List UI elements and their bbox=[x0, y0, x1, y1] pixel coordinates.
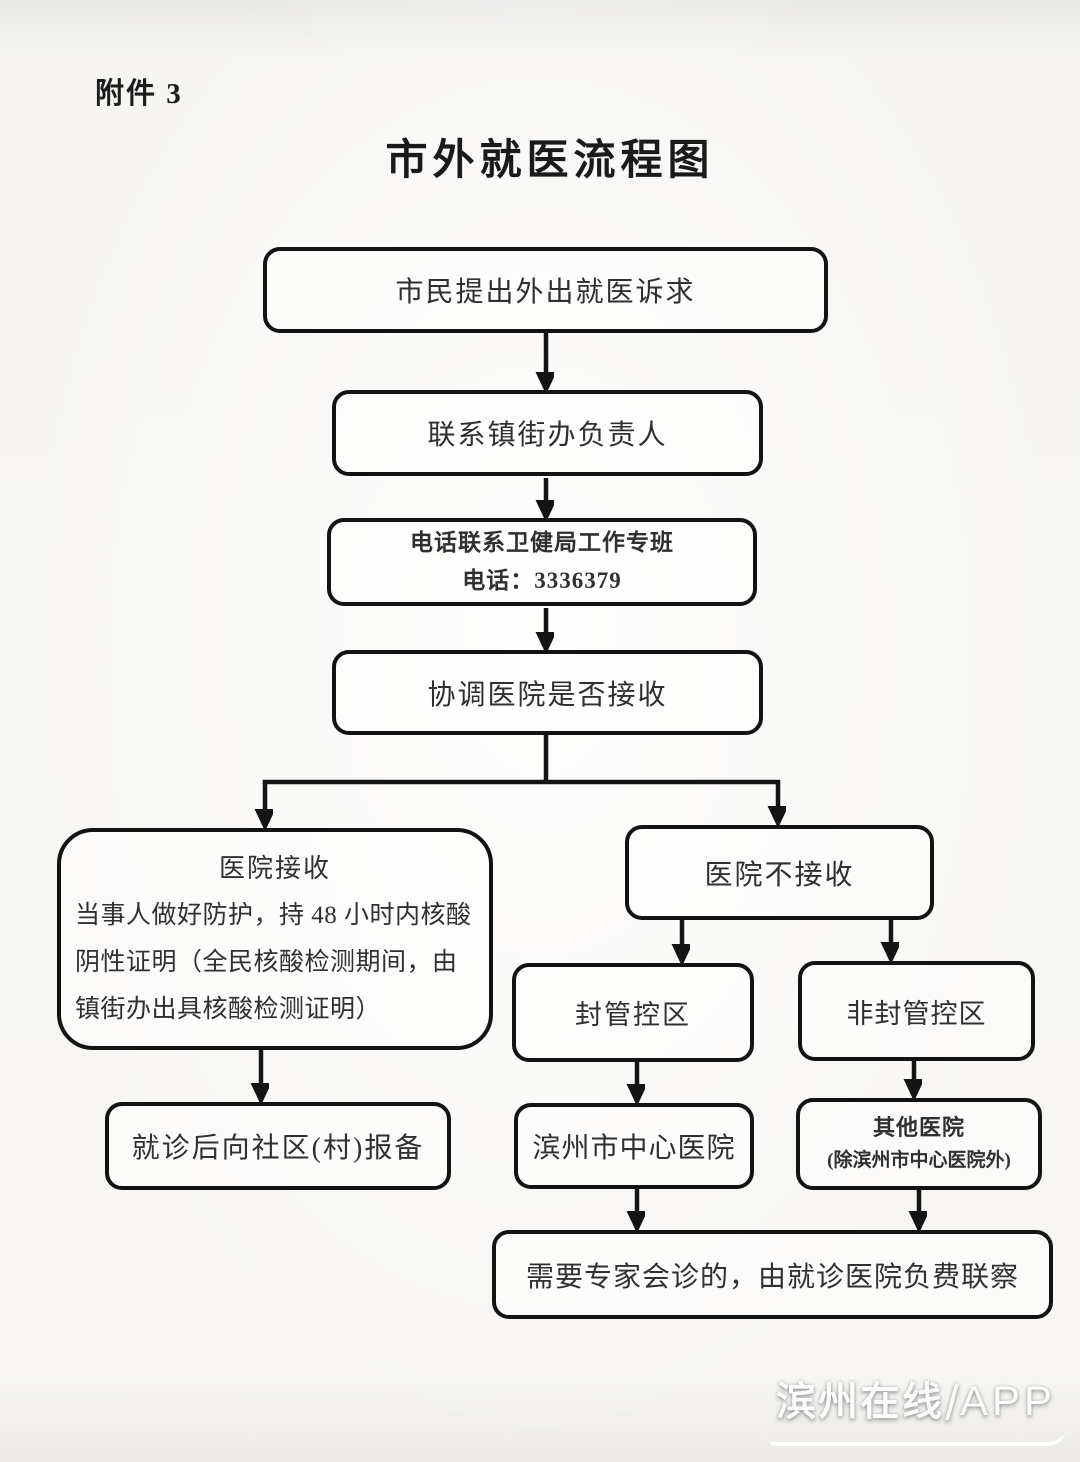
node-call-health-bureau-phone: 电话：3336379 bbox=[462, 568, 622, 593]
node-other-hospitals-line2: (除滨州市中心医院外) bbox=[827, 1150, 1011, 1171]
node-citizen-request-label: 市民提出外出就医诉求 bbox=[395, 277, 696, 308]
node-non-sealed-control-zone-label: 非封管控区 bbox=[846, 998, 987, 1029]
node-binzhou-central-hospital: 滨州市中心医院 bbox=[514, 1103, 754, 1189]
watermark-app-suffix: APP bbox=[959, 1377, 1056, 1424]
watermark-brand: 滨州在线 bbox=[776, 1380, 945, 1424]
node-contact-town-office-label: 联系镇街办负责人 bbox=[427, 420, 668, 451]
node-call-health-bureau: 电话联系卫健局工作专班 电话：3336379 bbox=[327, 518, 757, 606]
node-call-health-bureau-line1: 电话联系卫健局工作专班 bbox=[410, 530, 674, 555]
node-citizen-request: 市民提出外出就医诉求 bbox=[263, 247, 828, 333]
attachment-label: 附件 3 bbox=[95, 78, 183, 110]
node-report-to-community: 就诊后向社区(村)报备 bbox=[105, 1102, 451, 1190]
node-sealed-control-zone: 封管控区 bbox=[512, 963, 754, 1062]
connector-branch-trunk bbox=[262, 732, 781, 785]
node-other-hospitals: 其他医院 (除滨州市中心医院外) bbox=[796, 1098, 1042, 1190]
node-hospital-rejects: 医院不接收 bbox=[625, 825, 934, 920]
node-hospital-accepts-body: 当事人做好防护，持 48 小时内核酸阴性证明（全民核酸检测期间，由镇街办出具核酸… bbox=[75, 901, 472, 1023]
node-expert-consultation-label: 需要专家会诊的，由就诊医院负费联察 bbox=[525, 1261, 1019, 1293]
node-hospital-rejects-label: 医院不接收 bbox=[704, 859, 855, 891]
page-title: 市外就医流程图 bbox=[385, 138, 715, 184]
watermark-binzhou-online-app: 滨州在线/APP bbox=[770, 1369, 1066, 1446]
node-sealed-control-zone-label: 封管控区 bbox=[575, 1000, 691, 1030]
node-hospital-accepts-title: 医院接收 bbox=[218, 853, 331, 883]
node-hospital-accepts: 医院接收 当事人做好防护，持 48 小时内核酸阴性证明（全民核酸检测期间，由镇街… bbox=[57, 828, 493, 1050]
node-contact-town-office: 联系镇街办负责人 bbox=[332, 390, 763, 476]
node-coordinate-hospital: 协调医院是否接收 bbox=[332, 650, 763, 735]
node-report-to-community-label: 就诊后向社区(村)报备 bbox=[131, 1133, 425, 1164]
watermark-slash-icon: / bbox=[945, 1375, 959, 1431]
node-other-hospitals-line1: 其他医院 bbox=[872, 1115, 965, 1140]
node-non-sealed-control-zone: 非封管控区 bbox=[798, 961, 1035, 1061]
node-binzhou-central-hospital-label: 滨州市中心医院 bbox=[532, 1133, 736, 1164]
node-expert-consultation: 需要专家会诊的，由就诊医院负费联察 bbox=[492, 1230, 1053, 1319]
node-coordinate-hospital-label: 协调医院是否接收 bbox=[427, 679, 668, 711]
